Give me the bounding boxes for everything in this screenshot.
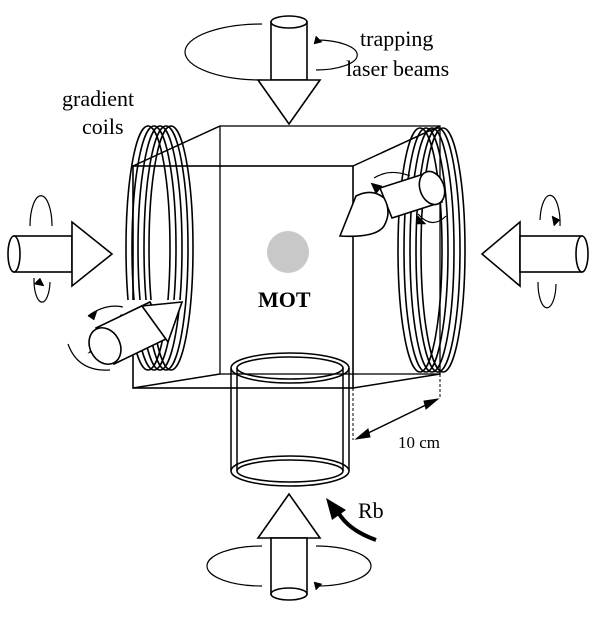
- mot-label: MOT: [258, 287, 311, 312]
- laser-beam-right: [480, 194, 589, 309]
- laser-beam-bottom: [206, 492, 372, 601]
- laser-beam-top: [184, 15, 358, 126]
- mot-cloud: [267, 231, 309, 273]
- gradient-coil-left: [125, 125, 194, 371]
- dimension-label: 10 cm: [398, 433, 440, 452]
- laser-beam-left: [7, 195, 114, 303]
- rubidium-tube: [230, 352, 350, 487]
- laser-beam-diagonal-front: [67, 300, 184, 371]
- dimension-marker: [352, 374, 441, 440]
- laser-beam-diagonal-back: [338, 170, 447, 238]
- gradient-label-line2: coils: [82, 114, 124, 139]
- gradient-label-line1: gradient: [62, 86, 134, 111]
- trapping-label-line2: laser beams: [346, 56, 449, 81]
- gradient-coil-right: [397, 127, 466, 373]
- rubidium-flow-arrow: [326, 498, 377, 542]
- rubidium-label: Rb: [358, 498, 384, 523]
- trapping-label-line1: trapping: [360, 26, 433, 51]
